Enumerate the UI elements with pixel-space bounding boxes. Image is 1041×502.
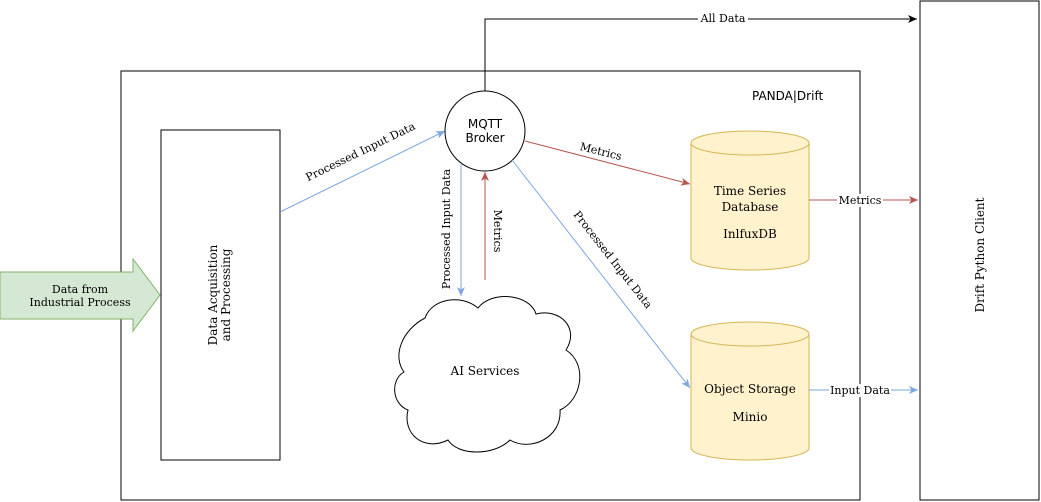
data-acquisition-label-line2: and Processing <box>219 248 233 341</box>
edge-mqtt-to-obj <box>511 159 691 389</box>
edge-mqtt-to-tsdb <box>524 140 691 186</box>
edge-tsdb-to-client-label-bg <box>837 194 883 207</box>
input-arrow-label-line2: Industrial Process <box>29 296 131 309</box>
edge-daq-to-mqtt-label: Processed Input Data <box>304 119 418 184</box>
industrial-process-input-arrow <box>0 257 161 333</box>
mqtt-broker-label-line1: MQTT <box>468 117 503 131</box>
edge-mqtt-to-ai-label: Processed Input Data <box>440 169 453 290</box>
edge-daq-to-mqtt <box>279 130 446 213</box>
drift-python-client-box <box>919 0 1040 501</box>
data-acquisition-box <box>160 129 281 461</box>
object-storage-cylinder <box>690 321 810 461</box>
input-arrow-label-line1: Data from <box>52 283 109 296</box>
tsdb-label-line1: Time Series <box>714 184 786 198</box>
ai-services-label: AI Services <box>450 364 520 378</box>
ai-services-cloud <box>394 296 581 453</box>
container-title: PANDA|Drift <box>752 89 823 103</box>
tsdb-label-line2: Database <box>722 200 779 214</box>
edge-all-data-label: All Data <box>700 12 746 25</box>
edge-all-data-label-bg <box>698 12 748 26</box>
object-storage-label-line1: Object Storage <box>704 382 796 396</box>
object-storage-label-line2: Minio <box>733 410 768 424</box>
edge-mqtt-to-obj-label: Processed Input Data <box>571 209 655 312</box>
data-acquisition-label-line1: Data Acquisition <box>206 244 220 345</box>
edge-all-data <box>484 15 917 91</box>
mqtt-broker-node <box>444 90 526 172</box>
edge-obj-to-client-label-bg <box>829 384 891 397</box>
edge-tsdb-to-client-label: Metrics <box>839 194 882 207</box>
edge-ai-to-mqtt-label: Metrics <box>491 210 504 253</box>
edge-obj-to-client-label: Input Data <box>830 384 890 397</box>
mqtt-broker-label-line2: Broker <box>465 131 504 145</box>
tsdb-label-line3: InlfuxDB <box>723 227 777 241</box>
edge-mqtt-to-tsdb-label: Metrics <box>579 140 624 163</box>
time-series-db-cylinder <box>690 130 810 271</box>
drift-python-client-label: Drift Python Client <box>973 197 987 312</box>
